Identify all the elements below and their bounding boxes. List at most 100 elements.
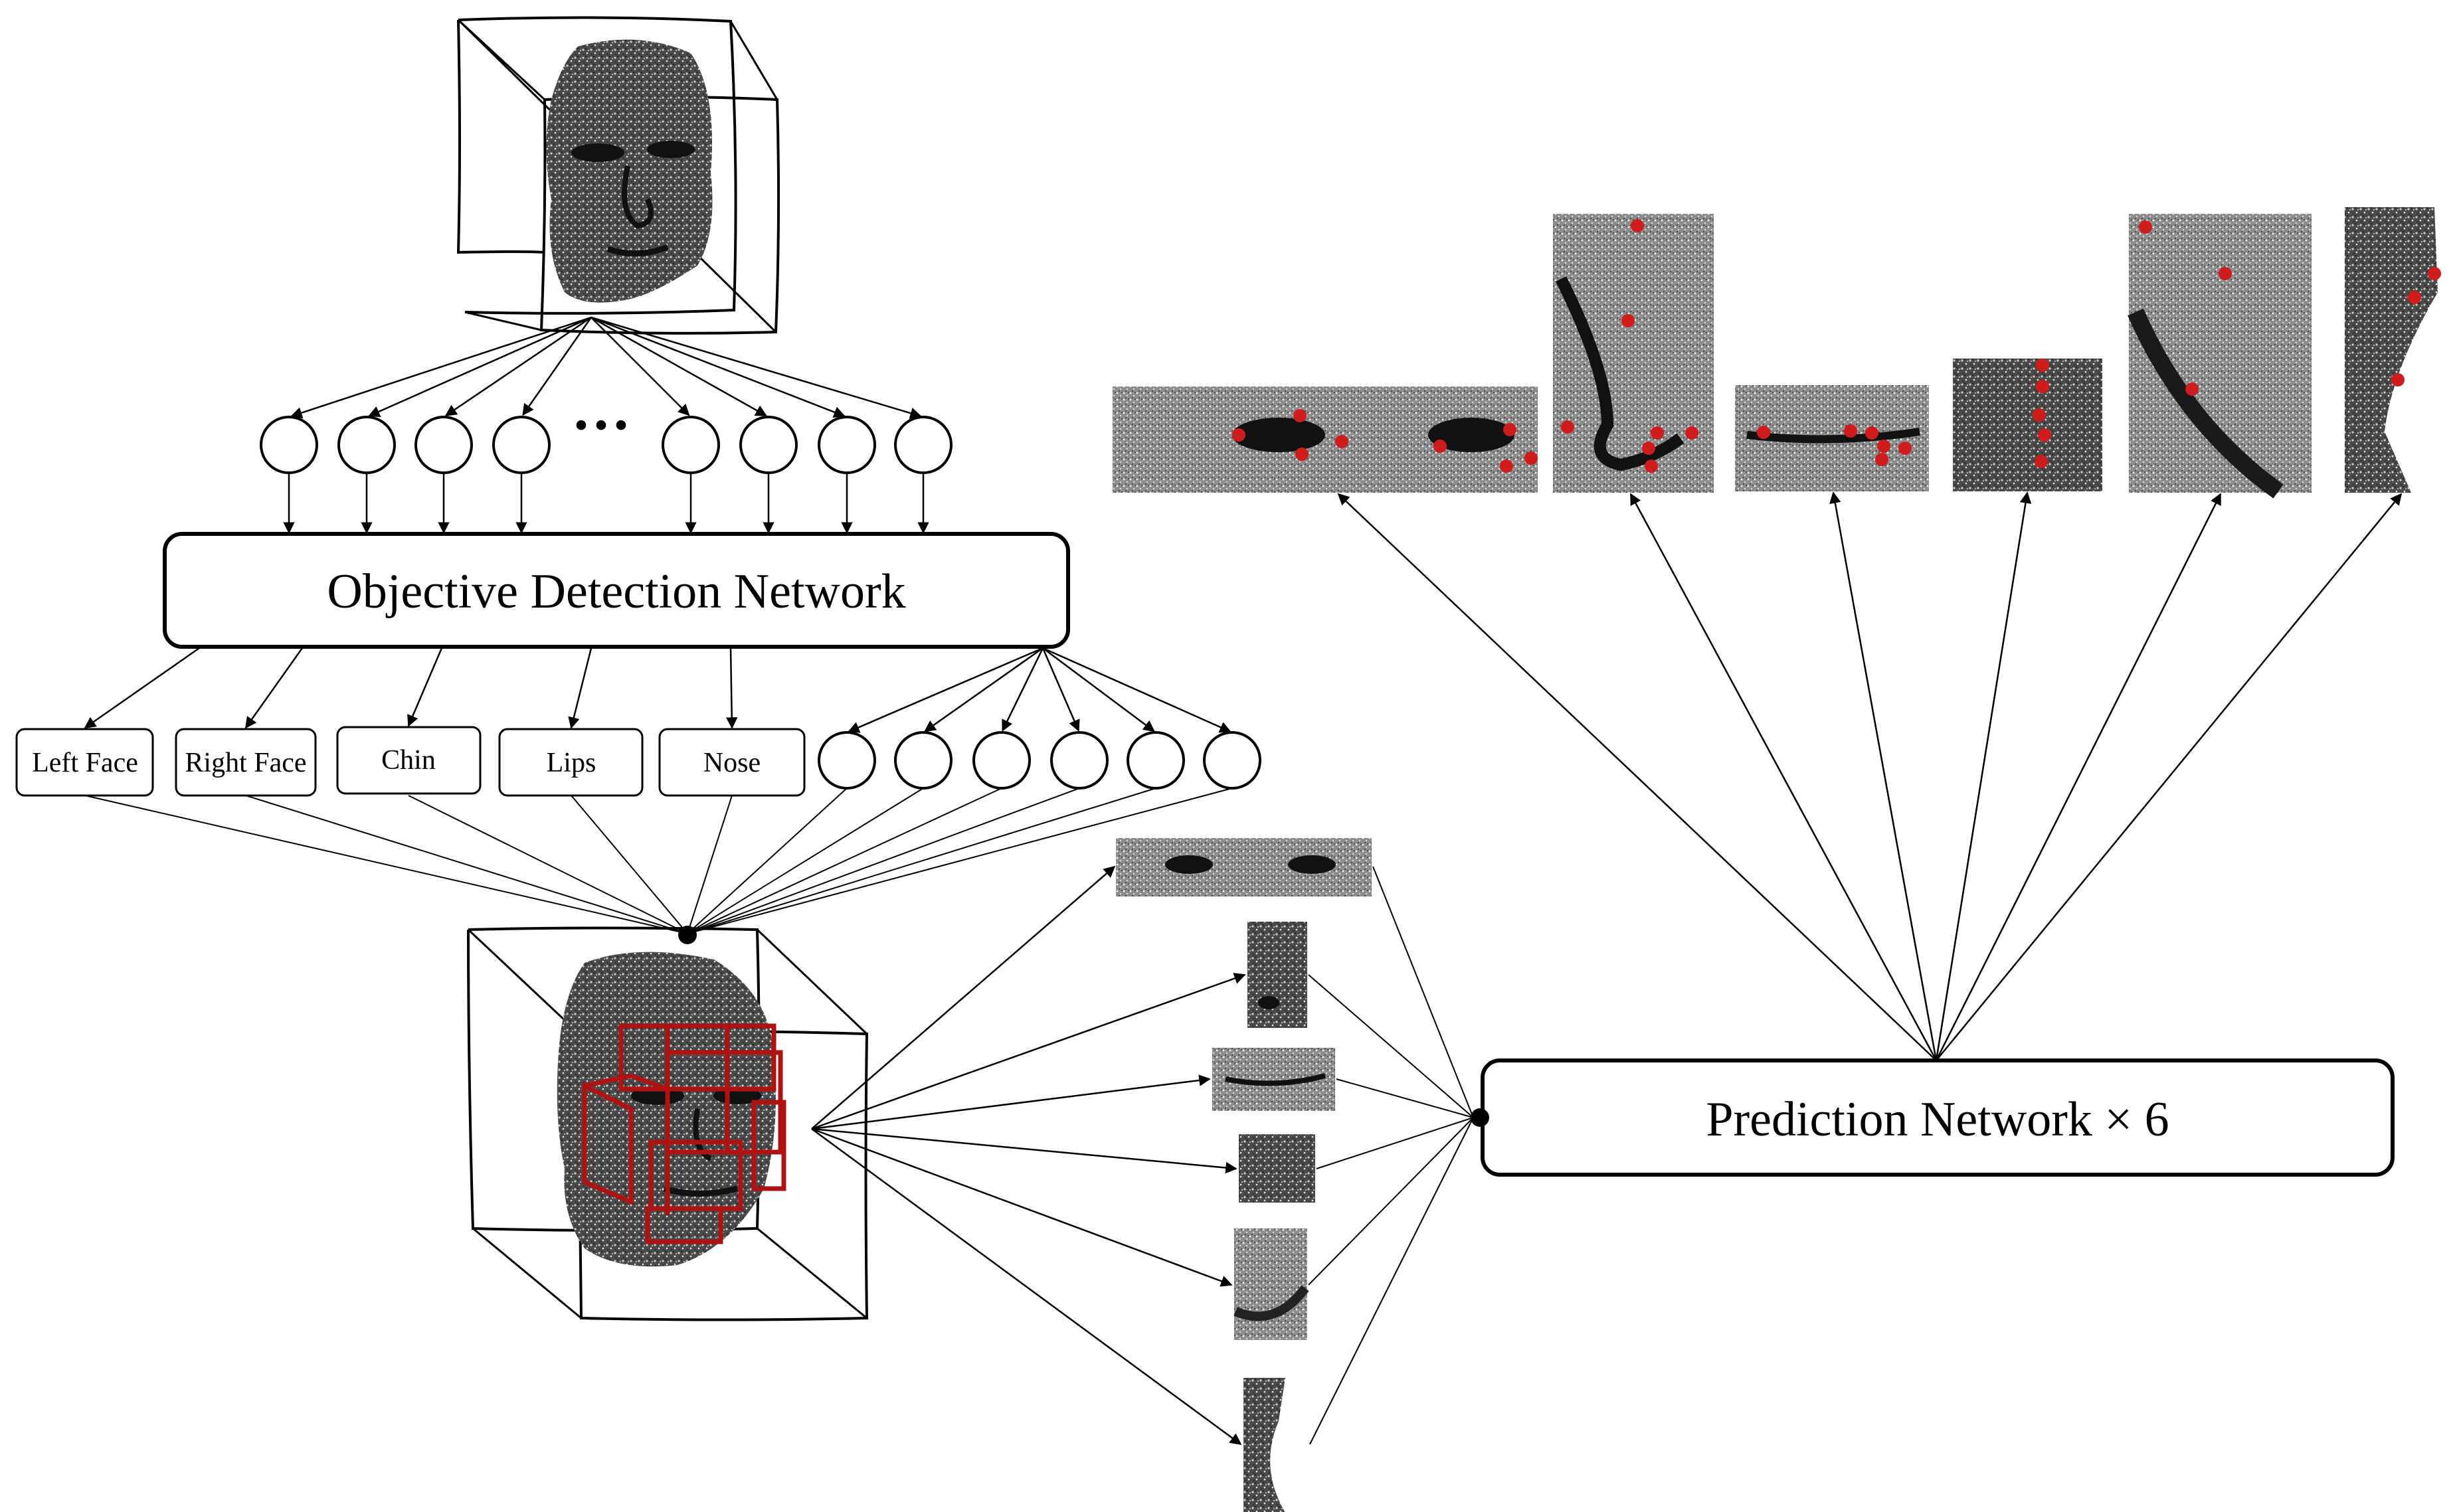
input-node <box>818 416 876 474</box>
landmark-point <box>2038 428 2051 442</box>
input-edge <box>444 316 592 416</box>
region-label-right-face: Right Face <box>185 748 306 778</box>
face-to-crop-arrow <box>811 1128 1233 1287</box>
odn-to-output-arrow <box>924 647 1044 732</box>
landmark-point <box>1232 428 1245 442</box>
face-to-crop-arrow <box>811 1128 1242 1446</box>
landmark-point <box>1757 426 1770 439</box>
output-nodes <box>818 731 1261 790</box>
landmark-crop-face-edge <box>2345 207 2438 493</box>
input-node <box>414 416 473 474</box>
output-node <box>1050 731 1109 790</box>
odn-to-output-arrow <box>1042 647 1080 732</box>
region-label-left-face: Left Face <box>32 748 138 778</box>
input-edge <box>591 316 922 419</box>
landmark-point <box>1685 426 1698 440</box>
crop-face-edge <box>1243 1378 1309 1512</box>
region-label-chin: Chin <box>381 745 436 776</box>
landmark-point <box>1877 440 1890 453</box>
odn-to-output-arrow <box>1002 647 1044 732</box>
face-to-crop-arrow <box>811 973 1246 1130</box>
prediction-to-landmark-arrows <box>1337 491 2403 1061</box>
output-to-face-line <box>687 788 1233 934</box>
output-node <box>894 731 953 790</box>
prediction-network-label: Prediction Network × 6 <box>1706 1092 2169 1147</box>
input-node <box>662 416 720 474</box>
landmark-point <box>1524 452 1538 465</box>
odn-to-region-arrow <box>725 647 738 729</box>
crop-to-prediction-line <box>1336 1078 1474 1118</box>
input-node <box>739 416 798 474</box>
landmark-point <box>1500 460 1513 473</box>
odn-to-output-arrow <box>1042 647 1231 733</box>
output-node <box>972 731 1031 790</box>
input-node <box>492 416 551 474</box>
crop-nose <box>1247 922 1307 1028</box>
crop-lips <box>1212 1048 1335 1111</box>
odn-output-arrows <box>84 647 1231 733</box>
input-face-cube <box>456 16 780 335</box>
odn-to-output-arrow <box>1042 647 1155 732</box>
crop-eyes <box>1116 838 1372 896</box>
region-box-lips: Lips <box>498 728 644 797</box>
prediction-to-landmark-arrow <box>1829 491 1938 1061</box>
odn-to-region-arrow <box>407 647 443 727</box>
output-to-face-line <box>687 788 1002 934</box>
input-edge <box>522 317 592 416</box>
output-node <box>1127 731 1185 790</box>
landmark-crop-cheek <box>2128 214 2312 499</box>
odn-to-region-arrow <box>568 647 592 729</box>
input-ellipsis: ··· <box>571 392 631 458</box>
landmark-point <box>1645 460 1658 473</box>
objective-detection-network: Objective Detection Network <box>163 532 1070 649</box>
landmark-crop-lips <box>1735 385 1929 491</box>
region-to-face-line <box>687 795 733 934</box>
crop-to-prediction-line <box>1309 1117 1474 1445</box>
landmark-point <box>1642 442 1655 455</box>
outputs-to-detected-face-lines <box>84 788 1233 934</box>
landmark-point <box>1621 314 1635 327</box>
region-label-lips: Lips <box>547 748 596 778</box>
landmark-point <box>2428 267 2441 280</box>
landmark-point <box>1898 442 1912 455</box>
input-node <box>894 416 953 474</box>
prediction-to-landmark-arrow <box>1935 491 2032 1061</box>
crops-to-prediction-lines <box>1308 866 1474 1445</box>
input-nodes <box>260 416 953 474</box>
landmark-point <box>1844 424 1857 438</box>
crop-to-prediction-line <box>1308 1117 1474 1286</box>
landmark-crop-nose <box>1553 214 1714 493</box>
input-face-image <box>546 39 713 303</box>
landmark-point <box>2035 455 2048 468</box>
prediction-network: Prediction Network × 6 <box>1471 1058 2395 1177</box>
landmark-point <box>1433 440 1447 453</box>
input-edge <box>290 316 592 419</box>
landmark-point <box>1875 453 1888 466</box>
region-box-right-face: Right Face <box>175 728 317 797</box>
region-to-face-line <box>245 795 688 934</box>
landmark-point <box>1503 423 1516 436</box>
input-edge <box>591 316 846 418</box>
landmark-point <box>1631 219 1644 232</box>
odn-to-region-arrow <box>84 647 200 729</box>
landmark-points <box>1232 219 2441 473</box>
landmark-point <box>1865 426 1878 440</box>
detected-face-to-crops-arrows <box>811 865 1246 1446</box>
landmark-point <box>2219 267 2232 280</box>
input-edge <box>591 317 690 416</box>
region-label-boxes: Left Face Right Face Chin Lips Nose <box>15 726 806 797</box>
prediction-to-landmark-arrow <box>1337 493 1937 1061</box>
detected-face-cube <box>467 926 869 1321</box>
input-node <box>337 416 396 474</box>
landmark-point <box>1651 426 1664 440</box>
region-to-face-line <box>408 795 688 934</box>
input-edge <box>591 316 768 417</box>
region-box-chin: Chin <box>336 726 482 795</box>
region-to-face-line <box>84 795 688 934</box>
prediction-to-landmark-arrow <box>1936 493 2403 1061</box>
crop-left-cheek <box>1233 1228 1309 1340</box>
output-node <box>1203 731 1261 790</box>
landmark-point <box>2033 408 2046 422</box>
input-edges <box>290 316 922 419</box>
